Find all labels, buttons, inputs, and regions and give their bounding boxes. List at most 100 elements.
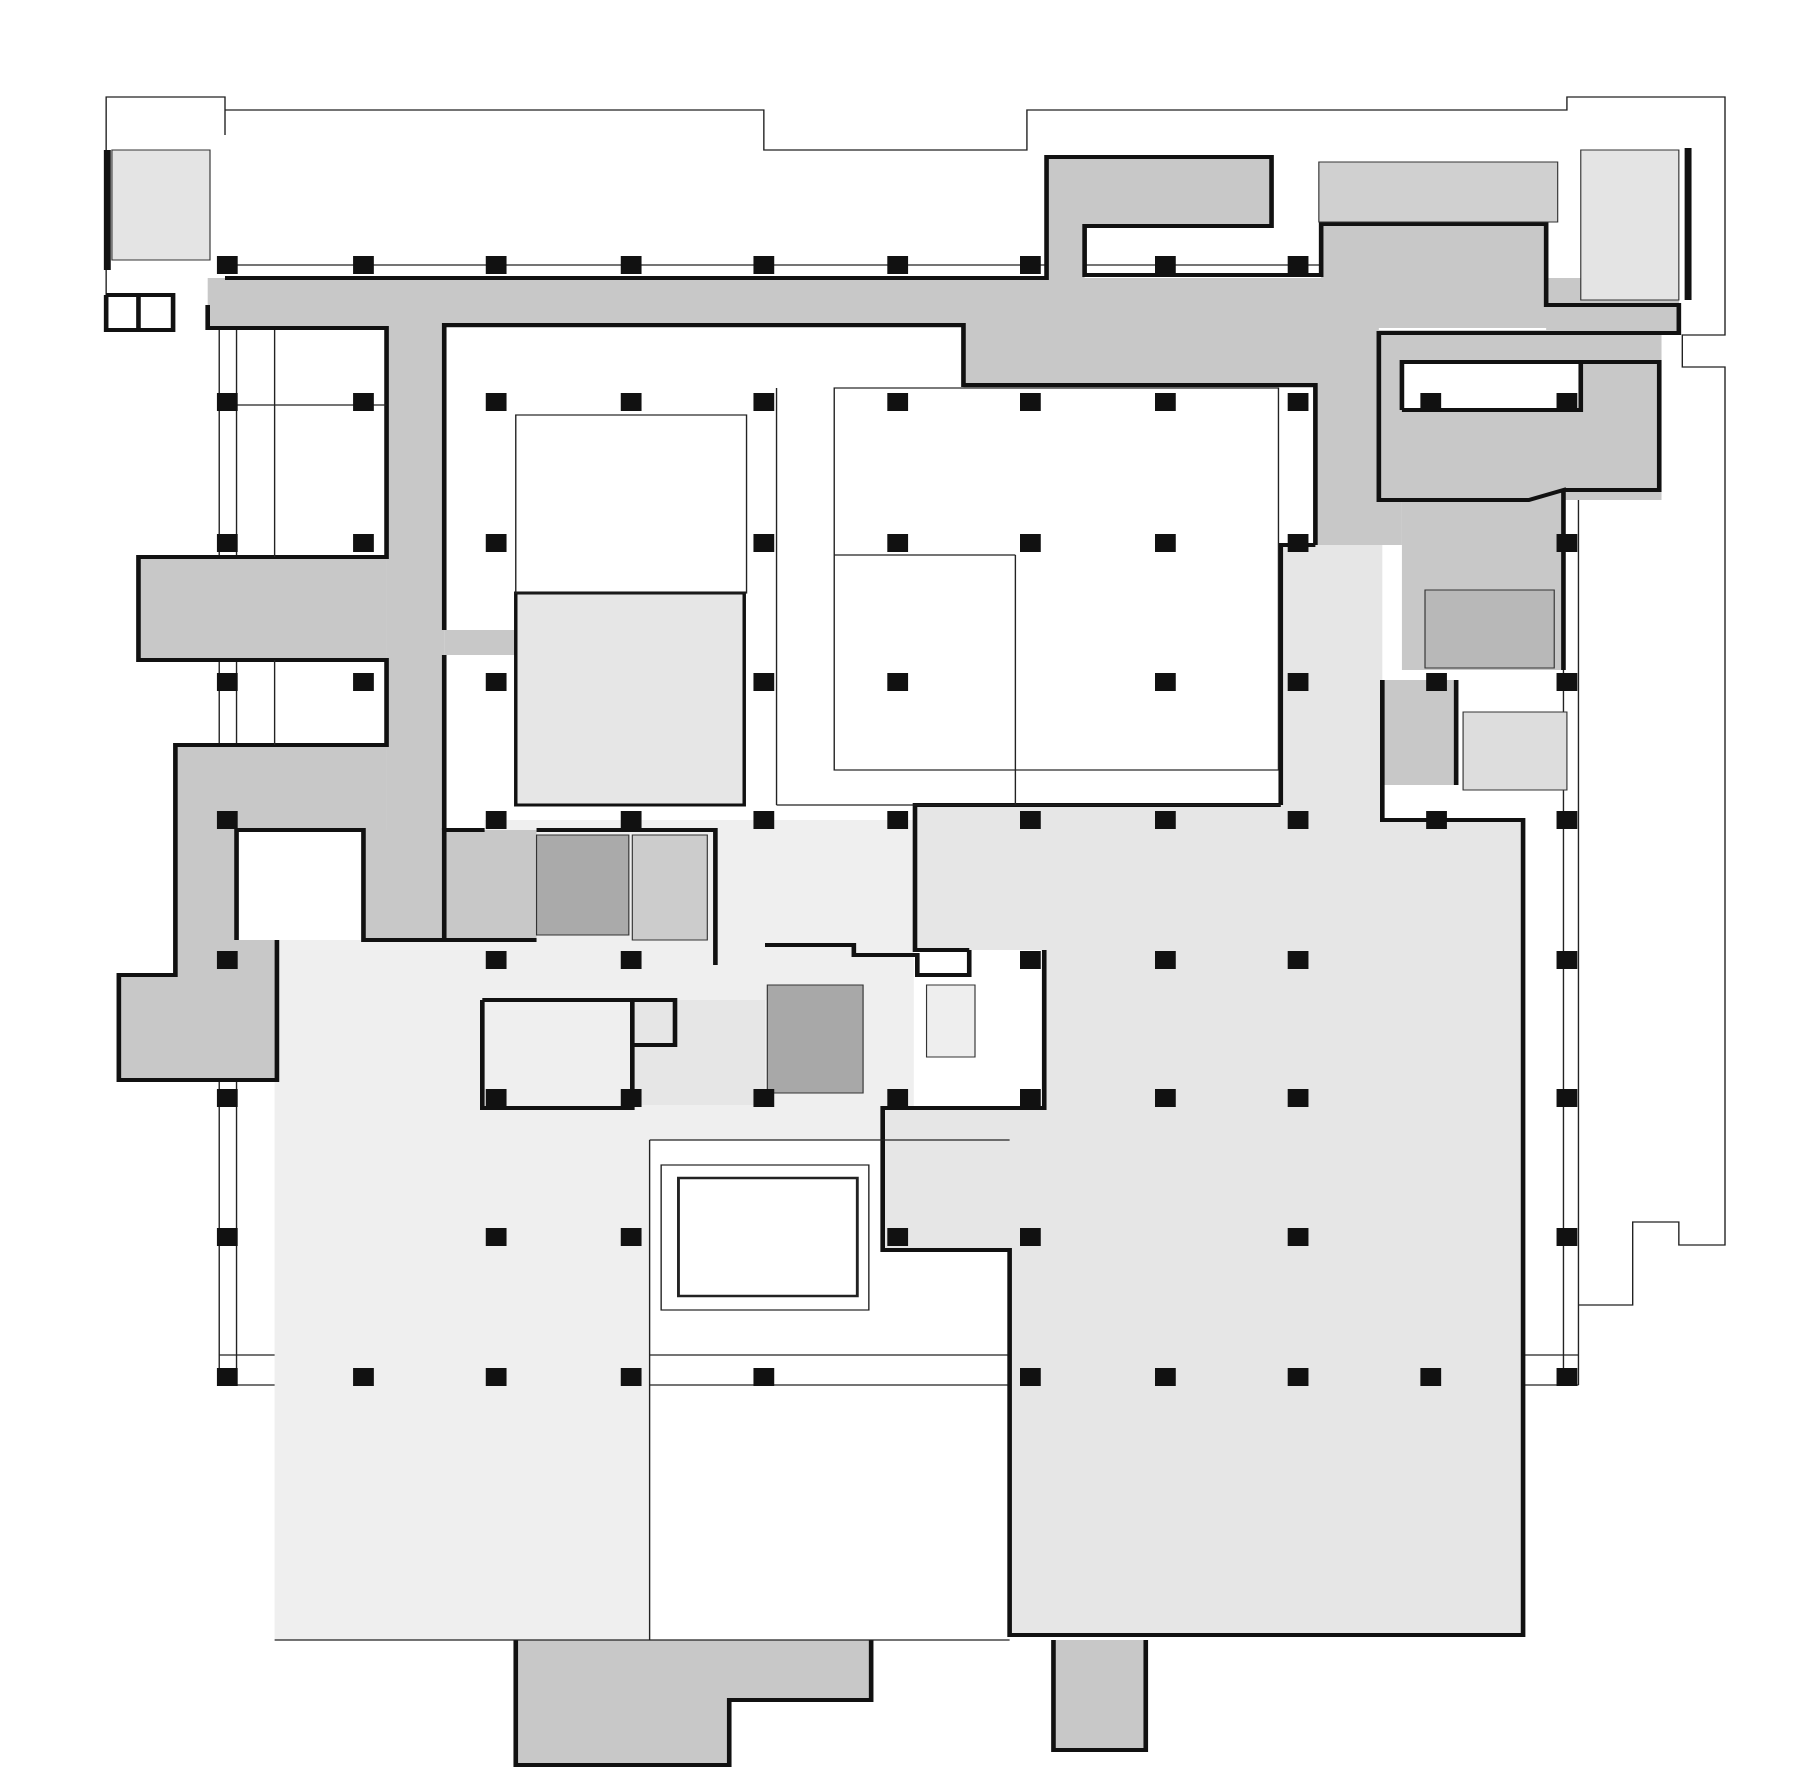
- column: [485, 256, 507, 274]
- column: [620, 1228, 642, 1246]
- column: [1287, 256, 1309, 274]
- elevator-east: [1462, 711, 1568, 791]
- column: [485, 811, 507, 829]
- column: [216, 1368, 238, 1386]
- stair-core: [631, 834, 708, 941]
- central-room: [515, 593, 745, 805]
- column: [216, 1089, 238, 1107]
- column: [1287, 1089, 1309, 1107]
- stair-ne: [1580, 149, 1680, 301]
- column: [1020, 1089, 1041, 1107]
- column: [216, 256, 238, 274]
- column: [1287, 951, 1309, 969]
- column: [216, 1228, 238, 1246]
- elevator-core: [535, 834, 630, 936]
- column: [1020, 534, 1041, 552]
- column: [887, 534, 909, 552]
- core-room: [632, 1000, 765, 1105]
- column: [485, 534, 507, 552]
- column: [620, 1089, 642, 1107]
- column: [753, 534, 775, 552]
- column: [1556, 1228, 1578, 1246]
- column: [353, 1368, 374, 1386]
- column: [887, 393, 909, 411]
- column: [485, 1228, 507, 1246]
- column: [216, 673, 238, 691]
- column: [1287, 1368, 1309, 1386]
- column: [485, 1368, 507, 1386]
- column: [753, 811, 775, 829]
- east-floor-area: [882, 805, 1524, 1635]
- column: [620, 1368, 642, 1386]
- stair-nw: [111, 149, 211, 261]
- column: [1556, 951, 1578, 969]
- column: [1420, 1368, 1442, 1386]
- column: [1020, 393, 1041, 411]
- column: [1155, 673, 1176, 691]
- structural-columns: [216, 256, 1578, 1386]
- column: [1020, 811, 1041, 829]
- elevator-south: [925, 984, 976, 1058]
- column: [620, 393, 642, 411]
- column: [1287, 534, 1309, 552]
- column: [887, 1228, 909, 1246]
- column: [1020, 1228, 1041, 1246]
- column: [753, 393, 775, 411]
- column: [485, 393, 507, 411]
- column: [887, 811, 909, 829]
- column: [620, 811, 642, 829]
- column: [485, 951, 507, 969]
- column: [1155, 256, 1176, 274]
- column: [753, 1089, 775, 1107]
- column: [1155, 1089, 1176, 1107]
- column: [1155, 951, 1176, 969]
- column: [887, 673, 909, 691]
- column: [1155, 811, 1176, 829]
- circulation: [118, 157, 1679, 1765]
- column: [485, 673, 507, 691]
- column: [1556, 534, 1578, 552]
- column: [216, 811, 238, 829]
- atrium-opening: [660, 1164, 870, 1311]
- column: [1020, 1368, 1041, 1386]
- column: [887, 256, 909, 274]
- stairs-and-elevators: [111, 149, 1680, 1094]
- column: [1287, 673, 1309, 691]
- column: [1420, 393, 1442, 411]
- column: [1556, 811, 1578, 829]
- column: [353, 534, 374, 552]
- column: [1287, 811, 1309, 829]
- column: [753, 256, 775, 274]
- interior-lines: [219, 330, 1281, 1641]
- open-floor-areas: [274, 545, 1524, 1640]
- column: [216, 534, 238, 552]
- column: [1020, 256, 1041, 274]
- column: [1556, 673, 1578, 691]
- column: [216, 393, 238, 411]
- column: [353, 393, 374, 411]
- column: [1426, 811, 1447, 829]
- stair-south: [766, 984, 864, 1094]
- column: [1556, 1089, 1578, 1107]
- column: [1155, 393, 1176, 411]
- column: [620, 256, 642, 274]
- column: [353, 256, 374, 274]
- column: [216, 951, 238, 969]
- column: [1020, 951, 1041, 969]
- column: [1287, 1228, 1309, 1246]
- column: [753, 673, 775, 691]
- column: [1426, 673, 1447, 691]
- column: [485, 1089, 507, 1107]
- column: [887, 1089, 909, 1107]
- elevator-bank-ne: [1318, 161, 1559, 223]
- column: [1287, 393, 1309, 411]
- column: [353, 673, 374, 691]
- column: [1155, 534, 1176, 552]
- column: [1556, 1368, 1578, 1386]
- column: [1556, 393, 1578, 411]
- column: [620, 951, 642, 969]
- column: [753, 1368, 775, 1386]
- column: [1155, 1368, 1176, 1386]
- stair-east: [1424, 589, 1555, 669]
